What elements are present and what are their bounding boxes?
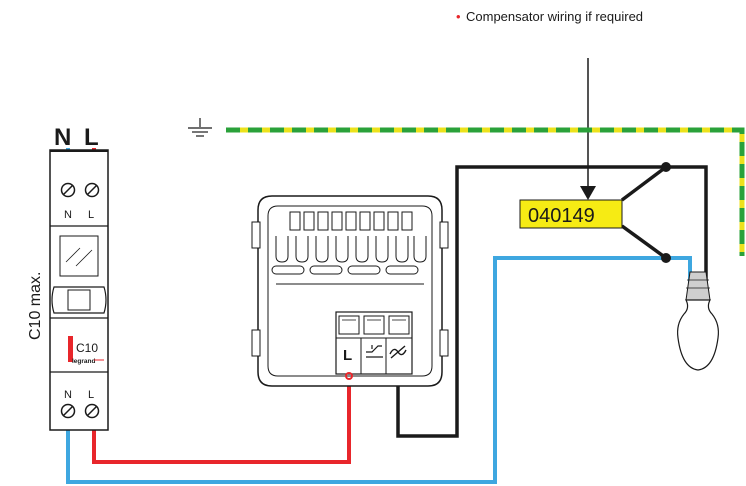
- screw-terminal-icon: [84, 403, 100, 419]
- compensator-leads: [620, 162, 671, 263]
- switched-wire: [396, 165, 708, 438]
- compensator: 040149: [519, 199, 623, 229]
- terminal-block: [335, 311, 413, 375]
- module-slots: [271, 265, 419, 275]
- dimmer-symbol-icon: [366, 345, 383, 358]
- screw-terminal-icon: [60, 403, 76, 419]
- junction-dot: [661, 253, 671, 263]
- circuit-breaker: N L N L C10 legrand N L: [27, 124, 109, 431]
- note-bullet: •: [456, 9, 461, 24]
- dimmer-terminal-l: L: [343, 347, 352, 364]
- breaker-rating: C10: [76, 341, 98, 355]
- compensator-note: • Compensator wiring if required: [456, 9, 643, 24]
- earth-wire: [226, 127, 745, 256]
- light-bulb-icon: [677, 271, 719, 371]
- breaker-top-n: N: [64, 209, 72, 221]
- dimmer-module: L: [251, 195, 449, 387]
- screw-terminal-icon: [84, 182, 100, 198]
- breaker-live-label: L: [84, 124, 99, 151]
- breaker-top-l: L: [88, 209, 94, 221]
- earth-ground-icon: [188, 118, 212, 137]
- junction-dot: [661, 162, 671, 172]
- breaker-neutral-label: N: [54, 124, 71, 151]
- note-pointer-arrow: [580, 58, 596, 200]
- breaker-toggle: [51, 286, 107, 314]
- breaker-bottom-l: L: [88, 389, 94, 401]
- compensator-code: 040149: [528, 205, 595, 227]
- breaker-bottom-n: N: [64, 389, 72, 401]
- note-text: Compensator wiring if required: [466, 9, 643, 24]
- tilde-symbol-icon: [389, 345, 407, 359]
- breaker-side-label: C10 max.: [27, 272, 44, 340]
- breaker-red-marker: [68, 336, 73, 362]
- module-clips: [275, 211, 427, 263]
- breaker-brand: legrand: [72, 358, 96, 365]
- screw-terminal-icon: [60, 182, 76, 198]
